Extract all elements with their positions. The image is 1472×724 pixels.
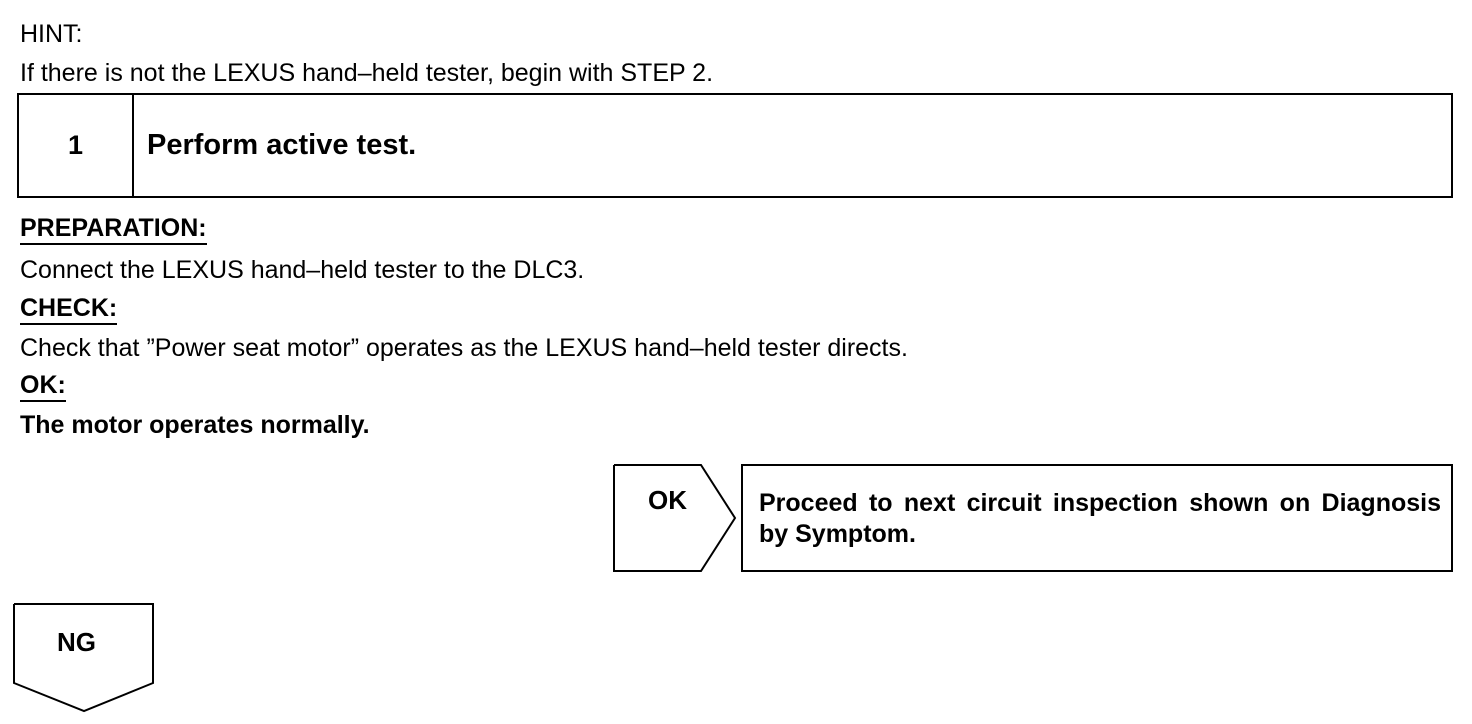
check-heading: CHECK: <box>20 293 118 325</box>
step-number: 1 <box>19 95 134 196</box>
preparation-text: Connect the LEXUS hand–held tester to th… <box>20 256 585 284</box>
preparation-heading: PREPARATION: <box>20 213 207 245</box>
step-title: Perform active test. <box>147 129 417 161</box>
hint-label: HINT: <box>20 20 83 48</box>
ng-arrow-shape <box>13 603 154 713</box>
preparation-label: PREPARATION: <box>20 213 207 245</box>
ng-branch-label: NG <box>57 627 96 657</box>
ok-branch-label: OK <box>648 485 687 515</box>
step-box: 1 Perform active test. <box>17 93 1453 198</box>
hint-text: If there is not the LEXUS hand–held test… <box>20 59 714 87</box>
ok-criteria-heading: OK: <box>20 370 66 402</box>
check-text: Check that ”Power seat motor” operates a… <box>20 334 908 362</box>
ok-criteria-text: The motor operates normally. <box>20 411 370 439</box>
ok-result-box: Proceed to next circuit inspection shown… <box>741 464 1453 572</box>
ok-arrow-shape <box>613 464 737 572</box>
check-label: CHECK: <box>20 293 118 325</box>
ok-criteria-label: OK: <box>20 370 66 402</box>
